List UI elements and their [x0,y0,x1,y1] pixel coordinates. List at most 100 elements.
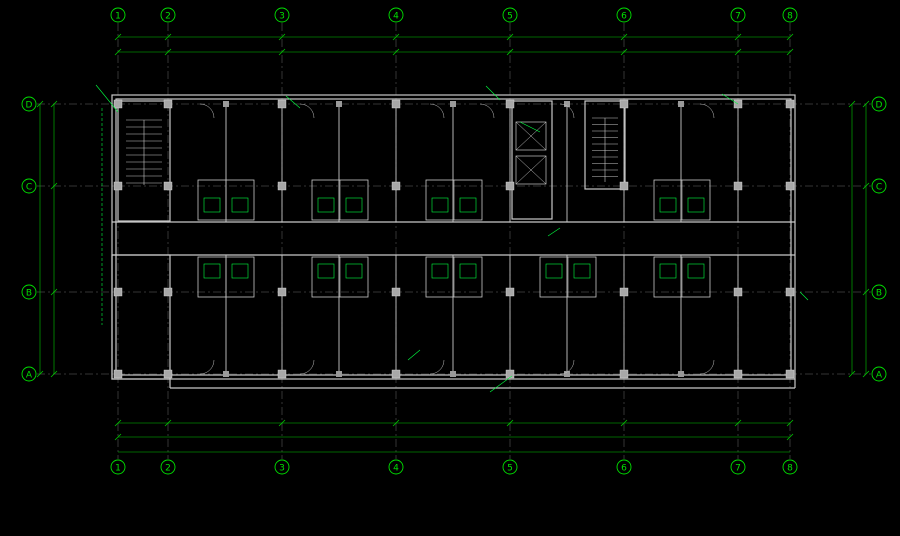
axis-bubble [871,178,887,194]
elevator-cross [515,121,547,151]
structural-column [391,369,401,379]
axis-label: 3 [279,12,285,22]
door-swing [559,359,575,375]
axis-label: A [876,371,883,381]
axis-label: 2 [165,464,171,474]
axis-label: D [26,101,33,111]
axis-label: 2 [165,12,171,22]
dimension-tick [164,48,172,56]
dimension-tick [392,48,400,56]
door-swing [699,359,715,375]
door-swing [699,103,715,119]
wall-layer [111,94,796,389]
structural-column [336,101,342,107]
elevator-core [511,100,553,220]
fixture [231,263,249,279]
structural-column [163,99,173,109]
axis-label: 6 [621,12,627,22]
dimension-tick [620,48,628,56]
structural-column [505,181,515,191]
structural-column [505,287,515,297]
axis-label: B [26,289,32,299]
structural-column [785,99,795,109]
door-swing [479,103,495,119]
dimension-tick [278,419,286,427]
axis-bubble [274,7,290,23]
axis-bubble [388,459,404,475]
axis-label: 1 [115,12,121,22]
axis-label: 5 [507,464,513,474]
inner-wall-face [115,98,792,376]
structural-column [163,369,173,379]
structural-column [277,181,287,191]
dimension-tick [848,370,856,378]
structural-column [619,99,629,109]
axis-bubble [730,7,746,23]
structural-column [391,287,401,297]
axis-bubble [21,96,37,112]
dimension-tick [786,419,794,427]
dimension-tick [164,33,172,41]
fixture [459,263,477,279]
structural-column [678,101,684,107]
structural-column [391,99,401,109]
axis-label: 4 [393,464,399,474]
dimension-tick [620,419,628,427]
dimension-tick [50,288,58,296]
axis-label: 1 [115,464,121,474]
dimension-tick [164,419,172,427]
door-swing [559,103,575,119]
dimension-tick [862,182,870,190]
axis-bubble [388,7,404,23]
axis-bubble [21,366,37,382]
axis-label: 8 [787,12,793,22]
axis-bubble [782,7,798,23]
dimension-tick [278,48,286,56]
elevator-shaft [515,121,547,151]
axis-bubble [502,7,518,23]
dimension-tick [114,419,122,427]
structural-column [785,369,795,379]
fixture [345,197,363,213]
axis-bubble [160,459,176,475]
structural-column [505,369,515,379]
axis-bubble [21,284,37,300]
axis-label: 6 [621,464,627,474]
axis-label: 3 [279,464,285,474]
dimension-tick [734,419,742,427]
door-swing [299,103,315,119]
dimension-tick [786,33,794,41]
structural-column [113,369,123,379]
fixture [659,263,677,279]
axis-bubble [160,7,176,23]
annotation-leader [519,121,541,133]
fixture [545,263,563,279]
axis-label: 8 [787,464,793,474]
structural-column [785,181,795,191]
axis-bubble [871,366,887,382]
dimension-tick [114,433,122,441]
axis-label: C [26,183,32,193]
structural-column [733,181,743,191]
dimension-tick [620,33,628,41]
dimension-tick [734,33,742,41]
annotation-leader [489,375,513,393]
dimension-tick [862,288,870,296]
dimension-tick [392,33,400,41]
axis-label: 7 [735,464,741,474]
axis-bubble [110,459,126,475]
structural-column [277,99,287,109]
stair-east [584,100,626,190]
axis-label: 5 [507,12,513,22]
door-swing [199,359,215,375]
structural-column [113,287,123,297]
fixture [659,197,677,213]
fixture [459,197,477,213]
dimension-tick [786,433,794,441]
structural-column [391,181,401,191]
dimension-tick [392,419,400,427]
annotation-leader [547,227,561,237]
